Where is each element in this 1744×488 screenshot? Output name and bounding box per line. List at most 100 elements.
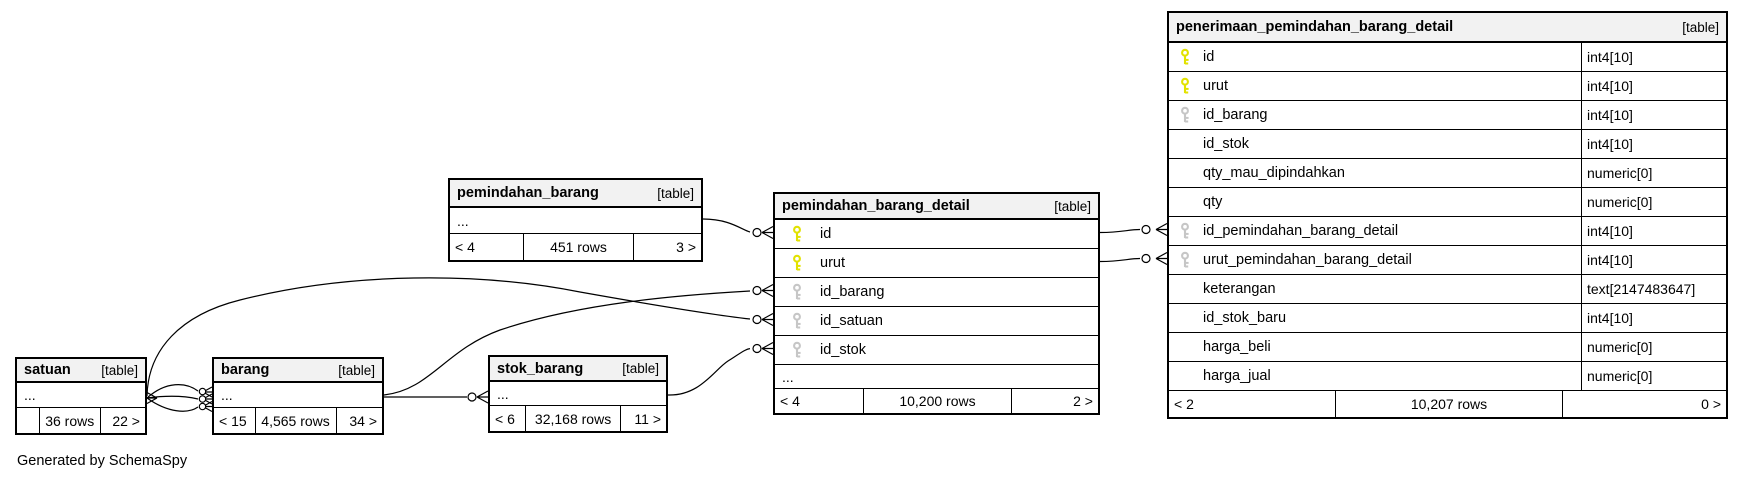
column-type: int4[10]	[1581, 43, 1726, 71]
table-tag: [table]	[1682, 19, 1719, 35]
columns-ellipsis: ...	[17, 383, 145, 408]
crow-foot-icon	[761, 312, 774, 327]
foreign-key-icon	[793, 283, 801, 300]
column-name: id_stok	[1203, 136, 1249, 152]
footer-degree-right: 11 >	[634, 410, 661, 427]
crow-foot-icon	[1155, 222, 1168, 237]
footer-degree-right: 3 >	[676, 239, 696, 255]
column-name: id	[820, 226, 832, 242]
column-name: id_barang	[1203, 107, 1268, 123]
footer-row-count: 36 rows	[38, 408, 101, 433]
column-type: text[2147483647]	[1581, 275, 1726, 303]
column-type: numeric[0]	[1581, 362, 1726, 390]
footer-degree-left	[17, 408, 39, 433]
table-header: penerimaan_pemindahan_barang_detail [tabl…	[1169, 13, 1726, 43]
edge-satuan-to-detail-id_satuan	[146, 277, 751, 397]
column-row-id_barang: id_barang int4[10]	[1169, 101, 1726, 130]
zero-or-many-circle	[198, 395, 207, 403]
footer-degree-right: 0 >	[1701, 396, 1722, 412]
zero-or-many-circle	[198, 402, 207, 411]
columns-ellipsis: ...	[450, 208, 701, 234]
table-header: pemindahan_barang_detail[table]	[775, 194, 1098, 220]
crow-foot-icon	[1155, 251, 1168, 266]
zero-or-many-circle	[752, 314, 762, 325]
table-header: pemindahan_barang [table]	[450, 180, 701, 208]
edge-detail-id-to-penerimaan	[1099, 228, 1141, 234]
footer-degree-left: < 2	[1174, 396, 1194, 412]
primary-key-icon	[1181, 77, 1189, 94]
table-footer: < 4 451 rows 3 >	[450, 234, 701, 260]
column-row-id_barang: id_barang	[775, 278, 1098, 307]
column-name: harga_beli	[1203, 339, 1271, 355]
columns-ellipsis: ...	[490, 382, 666, 406]
zero-or-many-circle	[1141, 253, 1151, 264]
table-title[interactable]: pemindahan_barang_detail	[782, 198, 970, 214]
table-pemindahan_barang[interactable]: pemindahan_barang [table]... < 4 451 rows 3 …	[448, 178, 703, 262]
footer-degree-left: < 4	[455, 239, 475, 255]
foreign-key-icon	[1181, 251, 1189, 268]
foreign-key-icon	[793, 312, 801, 329]
column-name: keterangan	[1203, 281, 1276, 297]
table-title[interactable]: satuan	[24, 362, 71, 378]
column-row-id: id	[775, 220, 1098, 249]
footer-degree-right: 34 >	[349, 412, 377, 429]
table-tag: [table]	[657, 185, 694, 201]
column-type: int4[10]	[1581, 246, 1726, 274]
column-name: qty	[1203, 194, 1223, 210]
column-name: urut	[820, 255, 845, 271]
column-row-urut: urut	[775, 249, 1098, 278]
column-name: id	[1203, 49, 1215, 65]
table-tag: [table]	[101, 362, 138, 378]
table-header: stok_barang [table]	[490, 357, 666, 382]
table-title[interactable]: pemindahan_barang	[457, 185, 599, 201]
foreign-key-icon	[793, 341, 801, 358]
table-tag: [table]	[338, 362, 375, 378]
footer-degree-right: 2 >	[1073, 393, 1093, 409]
edge-detail-urut-to-penerimaan	[1099, 257, 1141, 263]
crow-foot-icon	[146, 391, 158, 405]
crow-foot-icon	[476, 390, 489, 404]
edge-stok_barang-to-detail-id_stok	[667, 348, 751, 396]
column-name: id_stok_baru	[1203, 310, 1287, 326]
table-tag: [table]	[622, 361, 659, 376]
footer-degree-left: < 6	[495, 410, 515, 427]
table-header: barang [table]	[214, 359, 382, 383]
generated-by-note: Generated by SchemaSpy	[17, 453, 188, 469]
footer-row-count: 10,200 rows	[863, 389, 1012, 413]
column-type: numeric[0]	[1581, 333, 1726, 361]
foreign-key-icon	[1181, 106, 1189, 123]
footer-degree-left: < 4	[780, 393, 800, 409]
column-type: int4[10]	[1581, 101, 1726, 129]
table-title[interactable]: penerimaan_pemindahan_barang_detail	[1176, 19, 1454, 35]
column-row-id_stok: id_stok	[775, 336, 1098, 365]
edge-satuan-barang-2	[146, 395, 199, 400]
column-type: int4[10]	[1581, 217, 1726, 245]
footer-row-count: 10,207 rows	[1335, 391, 1563, 417]
table-satuan[interactable]: satuan [table]...36 rows 22 >	[15, 357, 147, 435]
zero-or-many-circle	[1141, 224, 1151, 235]
column-row-id_pemindahan_barang_detail: id_pemindahan_barang_detail int4[10]	[1169, 217, 1726, 246]
footer-row-count: 451 rows	[523, 234, 634, 260]
footer-row-count: 4,565 rows	[254, 408, 337, 433]
column-type: int4[10]	[1581, 72, 1726, 100]
table-title[interactable]: barang	[221, 362, 270, 378]
edge-satuan-barang-1	[146, 384, 199, 399]
table-pemindahan_barang_detail[interactable]: pemindahan_barang_detail[table]id urut id_…	[773, 192, 1100, 415]
columns-ellipsis: ...	[775, 365, 1098, 389]
column-name: id_stok	[820, 342, 866, 358]
table-penerimaan_pemindahan_barang_detail[interactable]: penerimaan_pemindahan_barang_detail [tabl…	[1167, 11, 1728, 419]
column-row-id: id int4[10]	[1169, 43, 1726, 72]
column-name: id_pemindahan_barang_detail	[1203, 223, 1399, 239]
table-header: satuan [table]	[17, 359, 145, 383]
footer-degree-right: 22 >	[112, 412, 140, 429]
primary-key-icon	[793, 225, 801, 242]
table-title[interactable]: stok_barang	[497, 360, 584, 377]
